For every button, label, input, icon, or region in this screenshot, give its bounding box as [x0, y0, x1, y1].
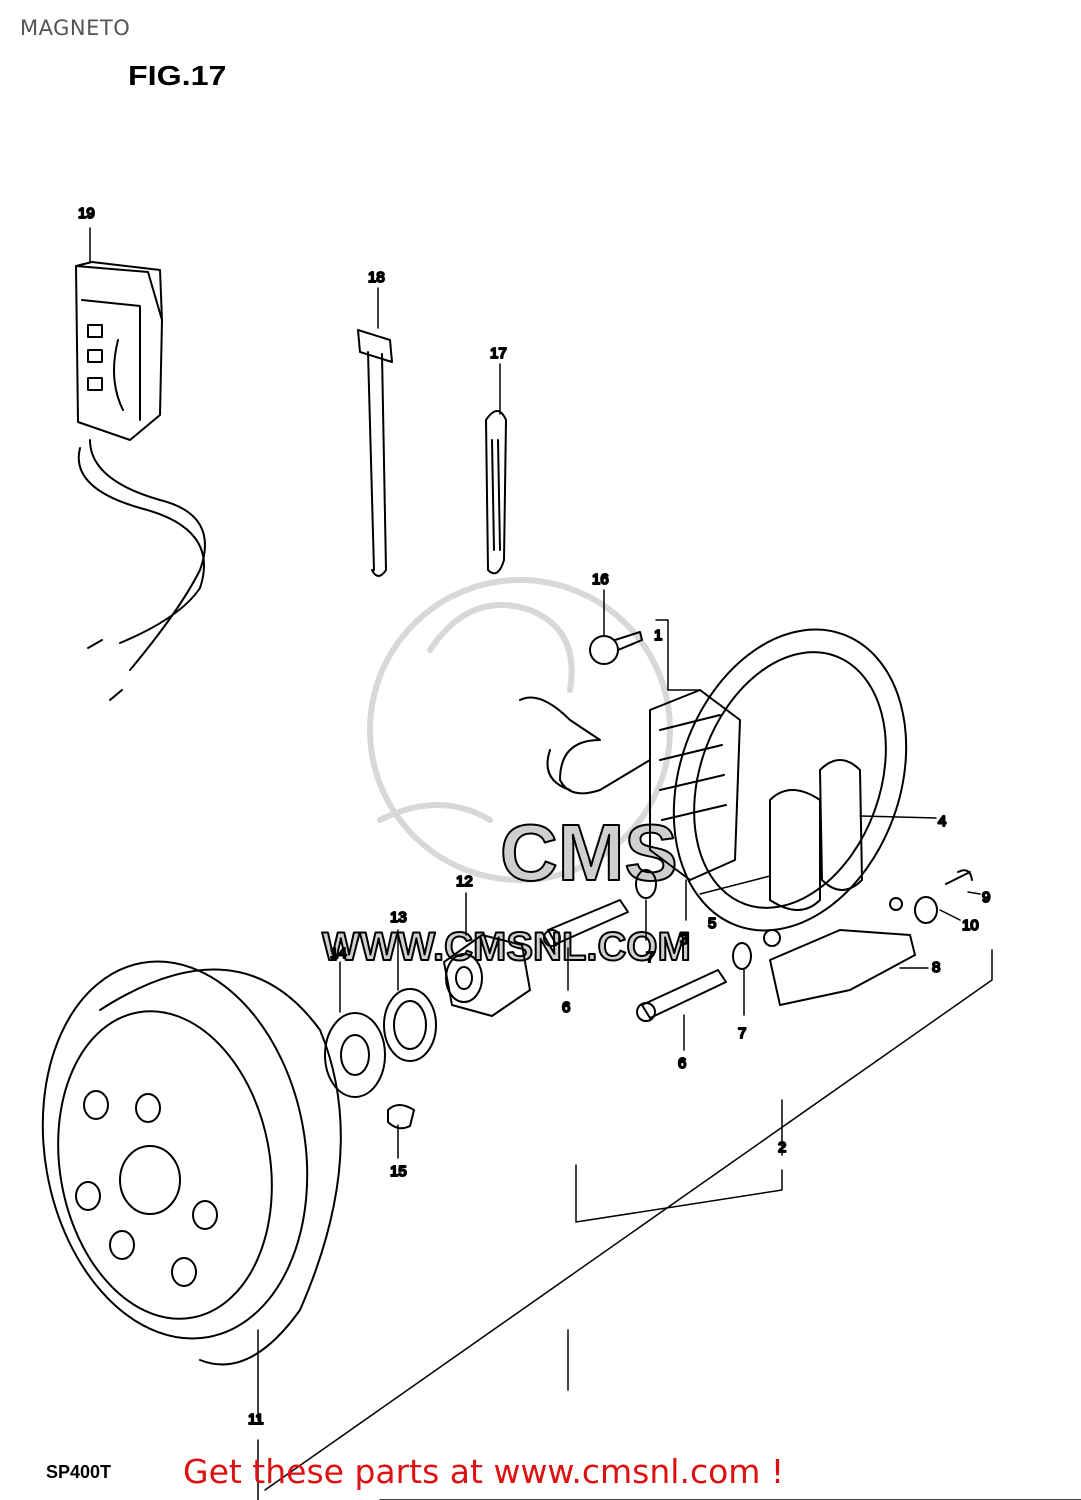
callout-7b: 7: [738, 1025, 746, 1042]
strap-18: [357, 329, 393, 577]
stator-assembly: [519, 628, 916, 1006]
screws-washers: [543, 869, 973, 1022]
watermark-logo-text: CMS: [500, 808, 678, 897]
callout-5: 5: [708, 915, 716, 932]
parts-link[interactable]: Get these parts at www.cmsnl.com !: [183, 1452, 785, 1491]
leader-lines: [89, 227, 993, 1491]
callout-6a: 6: [562, 999, 570, 1016]
frame-edges: [257, 1439, 1081, 1500]
nut-and-washers: [324, 934, 531, 1130]
callout-12: 12: [456, 873, 473, 890]
page-title: MAGNETO: [20, 16, 131, 40]
callout-18: 18: [368, 269, 385, 286]
callout-6b: 6: [678, 1055, 686, 1072]
callout-17: 17: [490, 345, 507, 362]
callout-11: 11: [248, 1411, 264, 1428]
watermark-logo: [367, 577, 673, 883]
callout-19: 19: [78, 205, 95, 222]
callout-14: 14: [330, 945, 347, 962]
tie-17: [485, 410, 507, 575]
callout-8: 8: [932, 959, 940, 976]
callout-3: 3: [680, 931, 688, 948]
diagram-code: SP400T: [46, 1462, 112, 1482]
callout-10: 10: [962, 917, 979, 934]
watermark-url: WWW.CMSNL.COM: [322, 925, 691, 969]
callout-16: 16: [592, 571, 609, 588]
flywheel-rotor-11: [41, 960, 342, 1366]
callout-1: 1: [654, 627, 662, 644]
callout-9: 9: [982, 889, 990, 906]
callout-2: 2: [778, 1139, 786, 1156]
callout-7a: 7: [646, 949, 654, 966]
callout-4: 4: [938, 813, 946, 830]
cdi-unit-19: [75, 261, 206, 701]
callout-13: 13: [390, 909, 407, 926]
figure-label: FIG.17: [128, 60, 227, 91]
callout-15: 15: [390, 1163, 407, 1180]
